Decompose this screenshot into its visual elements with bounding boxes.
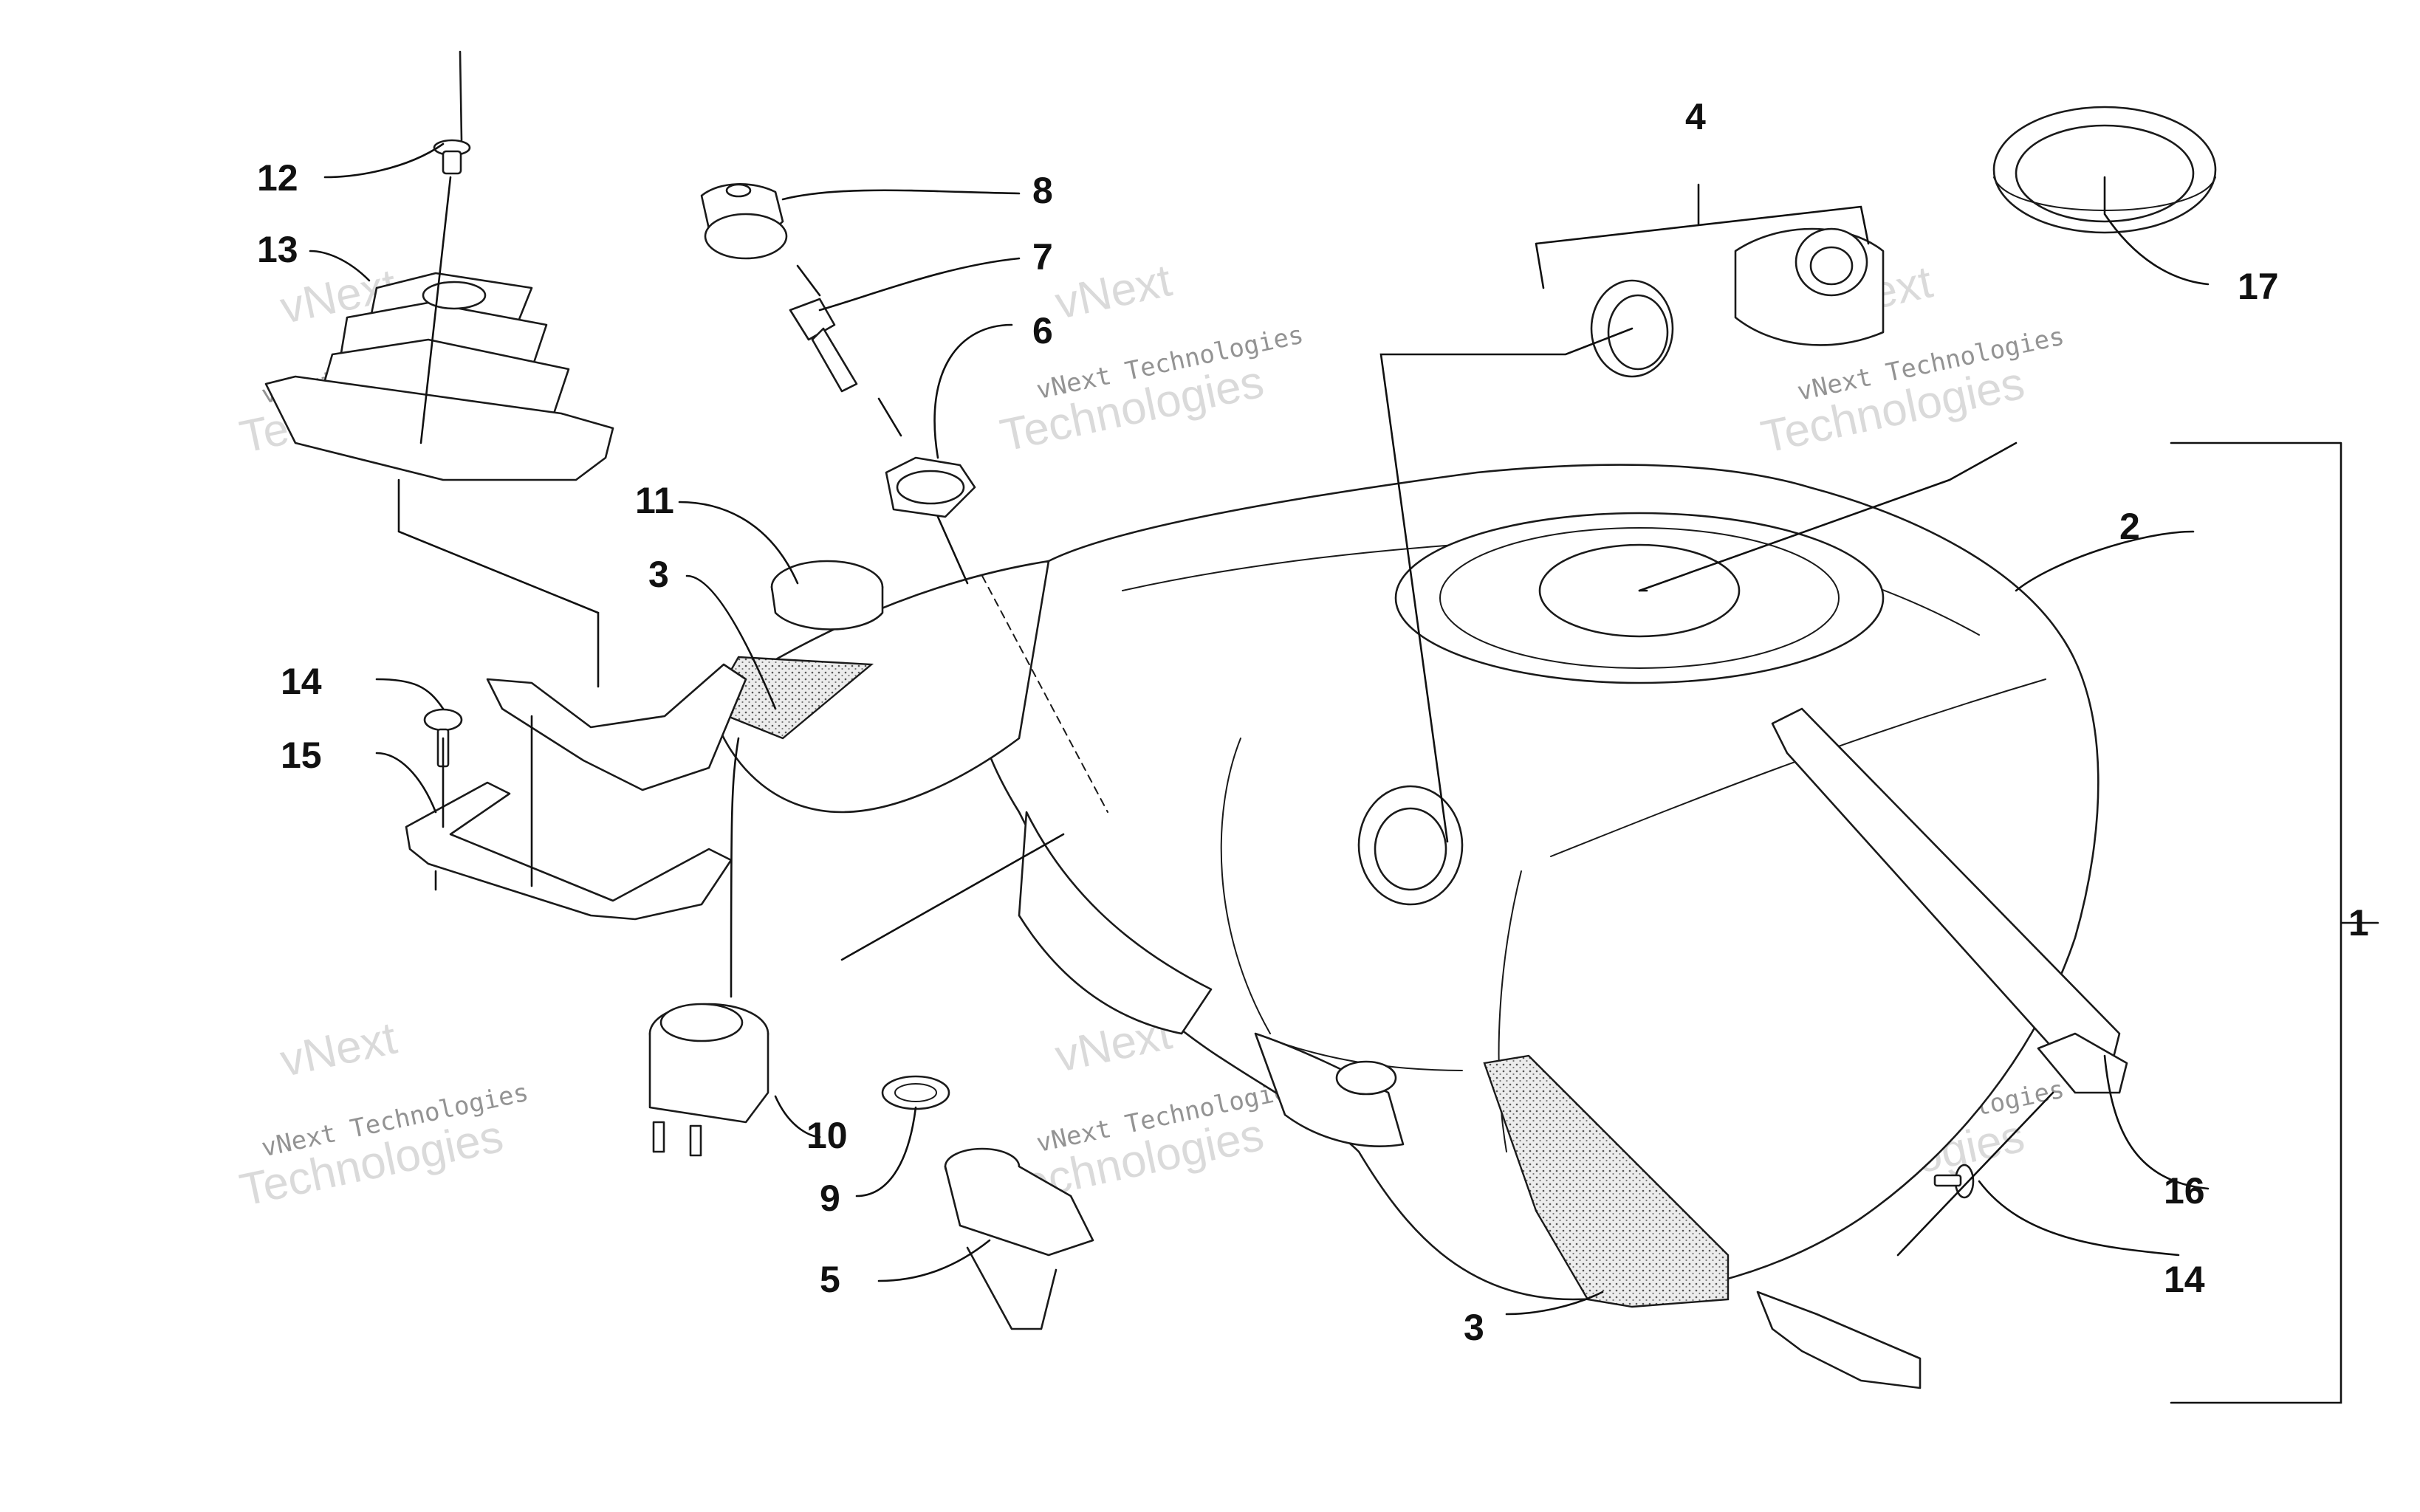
filler-recess-mid bbox=[1439, 527, 1840, 669]
callout-11: 11 bbox=[635, 480, 674, 521]
watermark-large-line1: vNext bbox=[1051, 255, 1176, 329]
hidden-line bbox=[981, 575, 1108, 813]
tank-lower-channel bbox=[1018, 811, 1213, 1035]
part-key bbox=[789, 298, 858, 393]
tank-lower-grip-pad bbox=[1483, 1054, 1730, 1308]
part-ignition-switch bbox=[648, 1003, 769, 1157]
callout-8: 8 bbox=[1032, 170, 1053, 211]
tank-lower-tab bbox=[1756, 1291, 1922, 1389]
part-filler-housing bbox=[1734, 227, 1885, 346]
tank-crown-edge bbox=[1550, 678, 2046, 857]
part-lock-bezel bbox=[885, 456, 976, 518]
callout-14-right: 14 bbox=[2164, 1259, 2205, 1300]
rear-mount-rubber bbox=[2037, 1032, 2128, 1094]
callout-3-upper: 3 bbox=[648, 554, 669, 595]
tank-lower-neck bbox=[1254, 1032, 1405, 1147]
part-cap bbox=[770, 560, 884, 630]
callout-9: 9 bbox=[820, 1178, 840, 1219]
watermark-large-line1: vNext bbox=[276, 1013, 401, 1087]
part-screw-right bbox=[1933, 1164, 1975, 1199]
callout-12: 12 bbox=[257, 157, 298, 199]
callout-7: 7 bbox=[1032, 236, 1053, 278]
part-bracket-lower bbox=[405, 781, 733, 921]
part-filler-ring bbox=[1992, 106, 2217, 234]
tank-front-duct bbox=[707, 560, 1050, 814]
leader-lines bbox=[309, 142, 2379, 1404]
tank-lower-port bbox=[1335, 1060, 1397, 1096]
callout-6: 6 bbox=[1032, 310, 1053, 351]
callout-15: 15 bbox=[281, 735, 322, 776]
part-front-frame bbox=[486, 663, 747, 791]
fuel-tank bbox=[707, 464, 2128, 1389]
watermark-2: vNext vNext Technologies Technologies bbox=[996, 255, 1306, 461]
part-lock-cap bbox=[700, 183, 788, 260]
callout-10: 10 bbox=[806, 1115, 848, 1156]
pump-mount-hole bbox=[1374, 807, 1447, 891]
callout-14-left: 14 bbox=[281, 661, 322, 702]
part-rivet bbox=[433, 50, 471, 175]
callout-1: 1 bbox=[2348, 902, 2369, 944]
callout-13: 13 bbox=[257, 229, 298, 270]
part-base-plate bbox=[264, 375, 614, 481]
callout-17: 17 bbox=[2238, 266, 2279, 307]
callout-labels: 1 2 3 3 4 5 6 7 8 9 10 11 12 13 14 14 15… bbox=[257, 96, 2369, 1348]
callout-3-lower: 3 bbox=[1464, 1307, 1484, 1348]
part-o-ring-inner bbox=[894, 1083, 937, 1102]
part-fuel-sensor bbox=[944, 1147, 1094, 1330]
callout-4: 4 bbox=[1685, 96, 1706, 137]
watermark-4: vNext vNext Technologies Technologies bbox=[236, 1013, 531, 1217]
callout-5: 5 bbox=[820, 1259, 840, 1300]
tank-side-contour bbox=[1220, 738, 1271, 1034]
callout-2: 2 bbox=[2119, 506, 2140, 547]
part-o-ring bbox=[881, 1075, 950, 1110]
callout-16: 16 bbox=[2164, 1170, 2205, 1212]
